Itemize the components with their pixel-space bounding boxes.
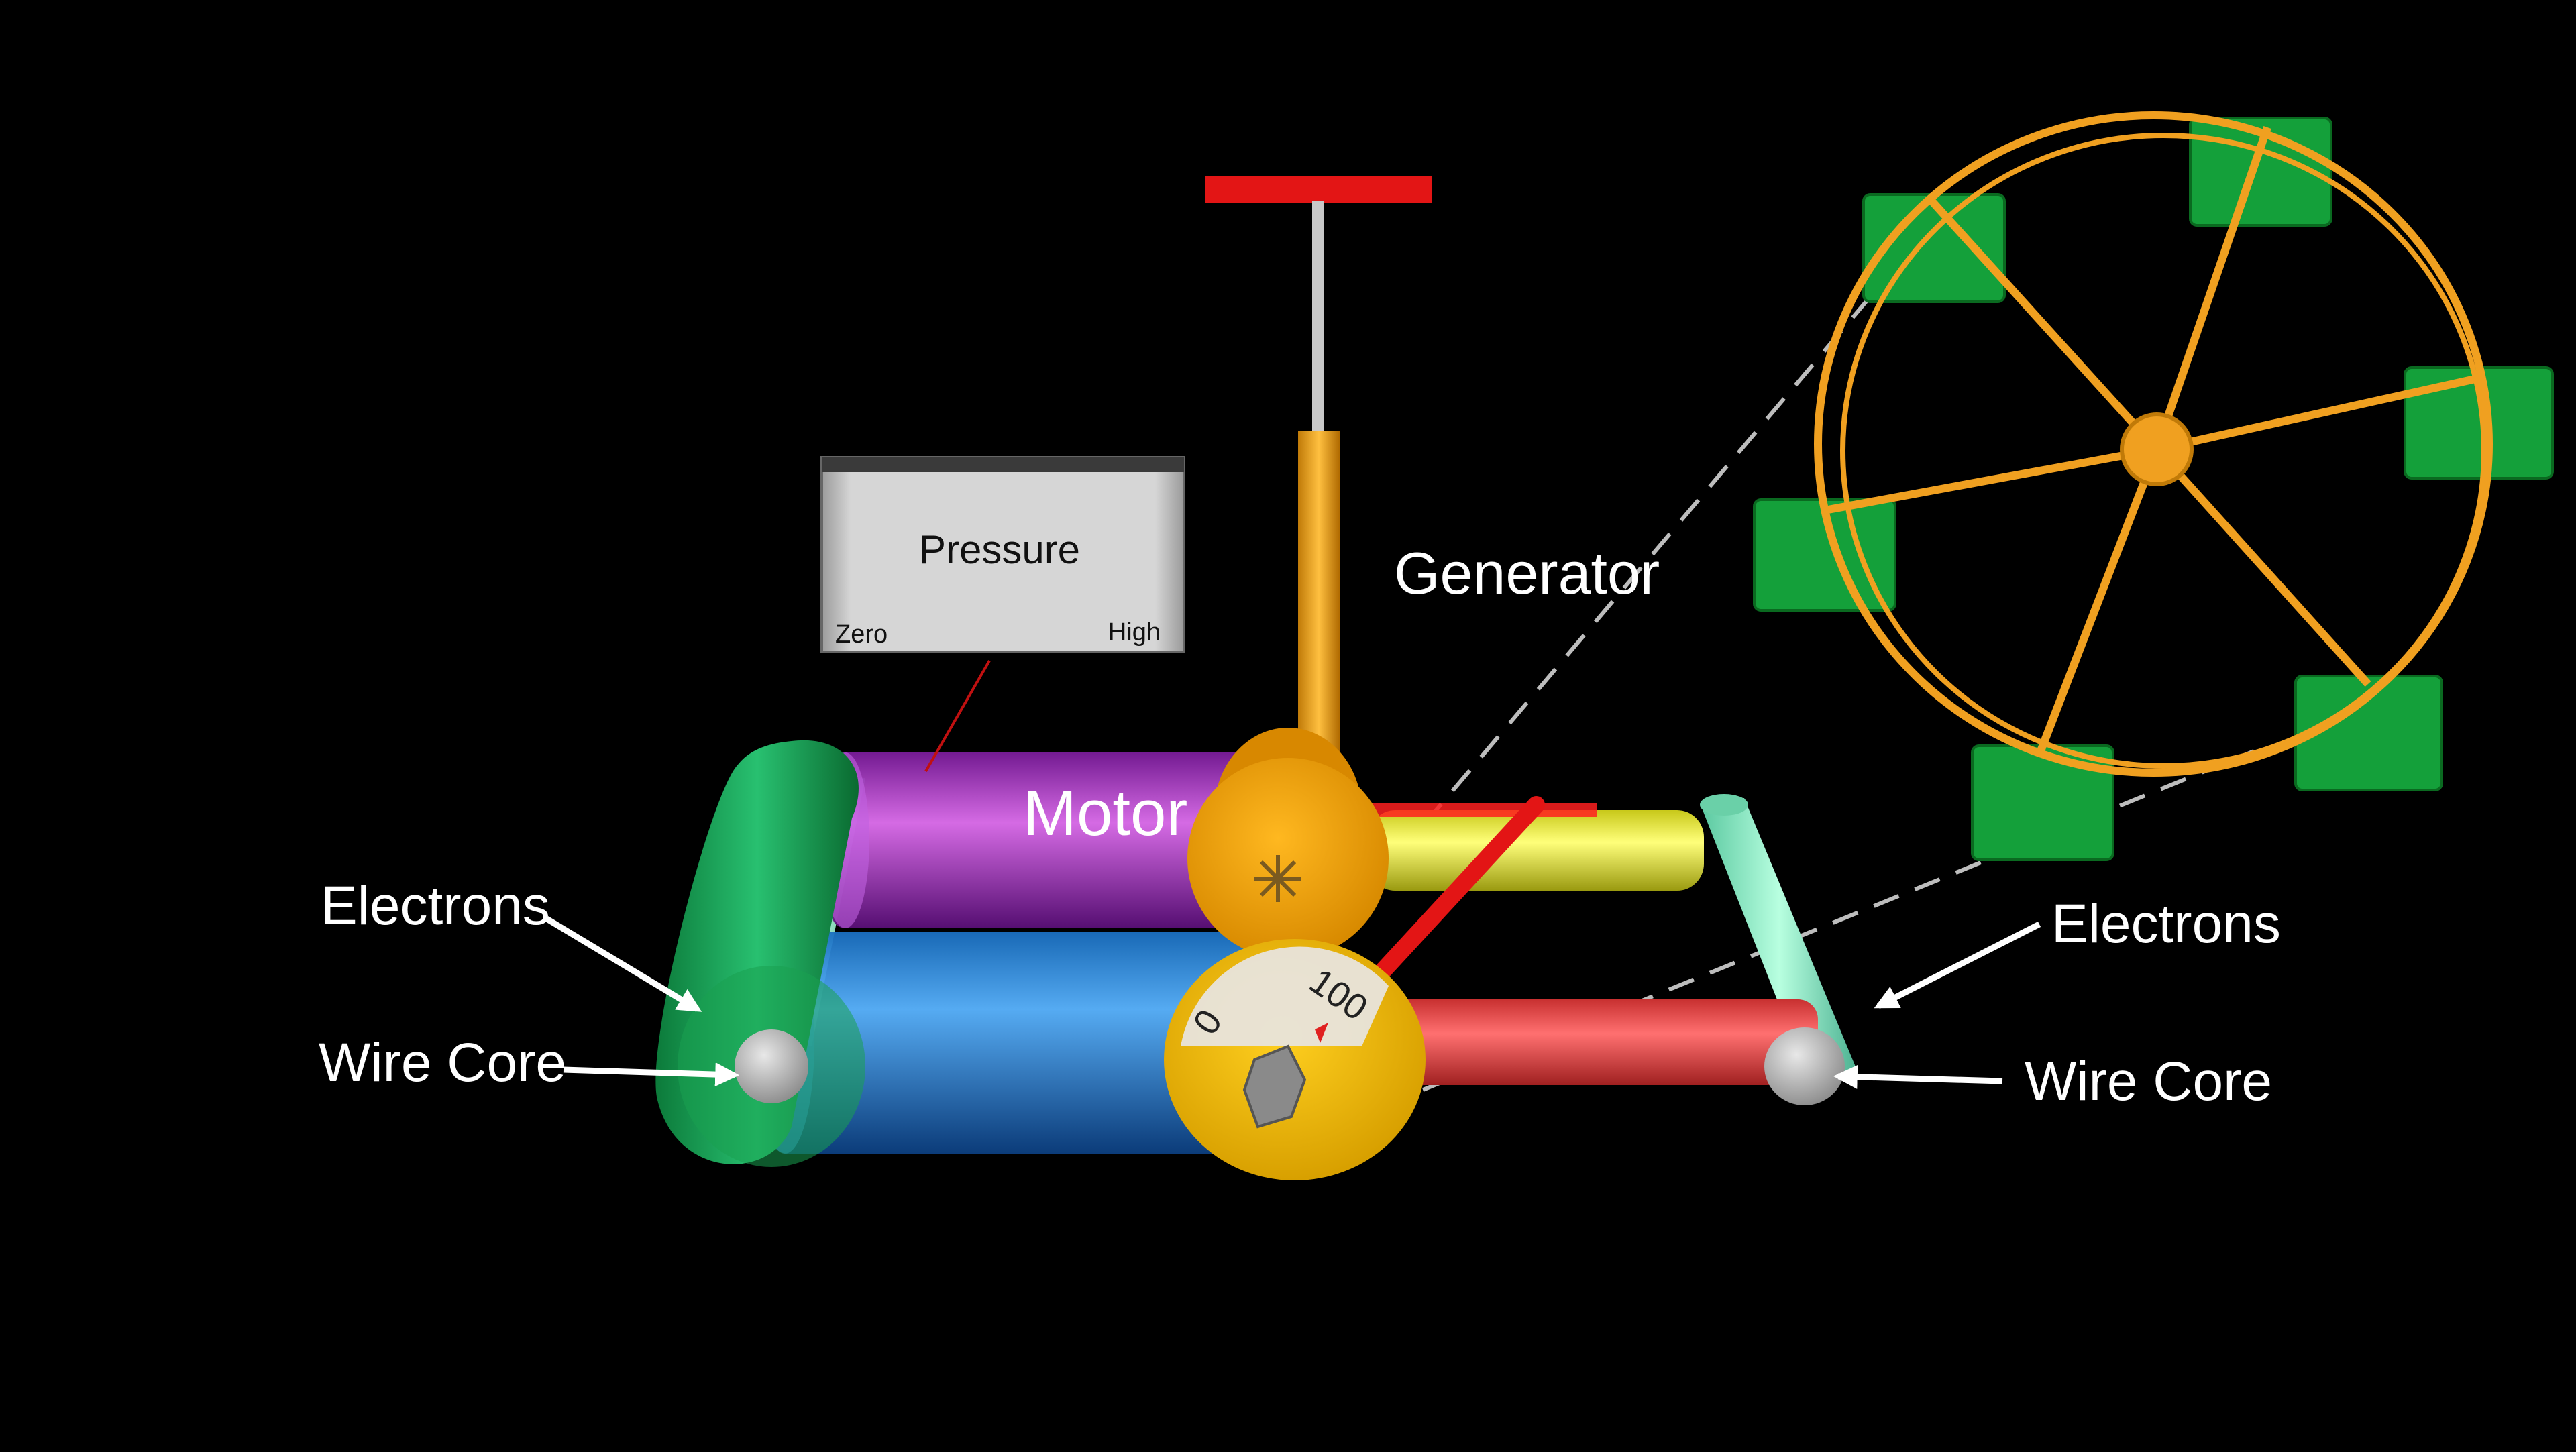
pressure-gauge-icon: Pressure Zero High xyxy=(820,456,1185,653)
gauge-max-label: High xyxy=(1108,618,1161,647)
arrow-wire-core-left xyxy=(563,1062,740,1087)
gauge-title: Pressure xyxy=(919,527,1080,572)
pump-rod xyxy=(1312,201,1324,433)
gauge-min-label: Zero xyxy=(835,620,888,649)
wheel-rims xyxy=(1814,111,2493,777)
label-wire-core-left: Wire Core xyxy=(319,1032,566,1093)
wheel-spokes xyxy=(1827,126,2477,757)
right-wire-core xyxy=(1764,1027,1845,1105)
waterwheel-icon xyxy=(1753,111,2554,861)
label-electrons-left: Electrons xyxy=(321,875,550,936)
dial-knob xyxy=(1242,1044,1307,1129)
spark-icon xyxy=(1254,855,1301,902)
hand-pump-icon xyxy=(1205,176,1432,779)
label-wire-core-right: Wire Core xyxy=(2025,1051,2272,1112)
label-generator: Generator xyxy=(1394,540,1660,606)
left-wire-core xyxy=(735,1029,808,1103)
wheel-hub xyxy=(2120,412,2194,486)
arrow-icon xyxy=(545,916,2041,1089)
left-green-tube xyxy=(655,740,865,1167)
rotary-dial-icon: 0 100 xyxy=(1164,939,1426,1180)
wheel-buckets xyxy=(1753,117,2554,861)
motor-disc xyxy=(1187,728,1389,959)
gauge-leader-line xyxy=(924,660,991,772)
label-motor: Motor xyxy=(1023,777,1187,849)
pump-cylinder xyxy=(1298,431,1340,779)
arrow-electrons-left xyxy=(545,916,702,1012)
arrow-wire-core-right xyxy=(1833,1064,2003,1089)
label-electrons-right: Electrons xyxy=(2051,893,2281,954)
valve-lever xyxy=(1366,796,1545,988)
arrow-electrons-right xyxy=(1874,921,2041,1009)
red-pipe xyxy=(1355,999,1818,1085)
pump-handle xyxy=(1205,176,1432,203)
right-return-tube xyxy=(1700,794,1858,1086)
